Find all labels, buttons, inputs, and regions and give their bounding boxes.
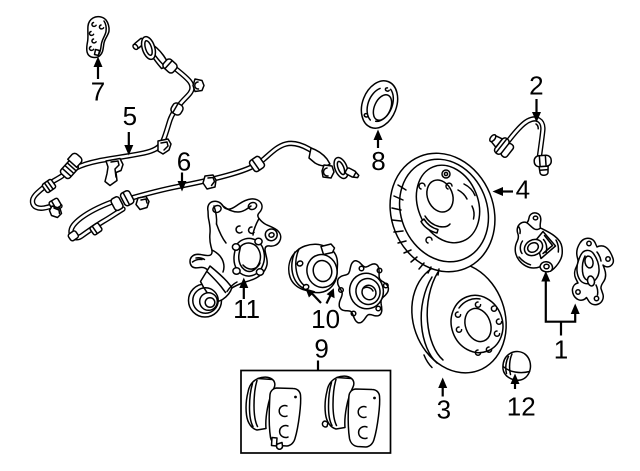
svg-text:1: 1 xyxy=(554,335,568,365)
svg-text:4: 4 xyxy=(516,175,530,205)
svg-text:9: 9 xyxy=(314,334,328,364)
svg-text:10: 10 xyxy=(311,304,340,334)
svg-text:7: 7 xyxy=(91,76,105,106)
svg-text:3: 3 xyxy=(437,395,451,425)
svg-text:11: 11 xyxy=(233,294,260,324)
svg-text:2: 2 xyxy=(529,71,543,101)
svg-text:8: 8 xyxy=(371,146,385,176)
svg-text:12: 12 xyxy=(507,391,536,421)
svg-text:6: 6 xyxy=(177,146,191,176)
svg-text:5: 5 xyxy=(123,101,137,131)
